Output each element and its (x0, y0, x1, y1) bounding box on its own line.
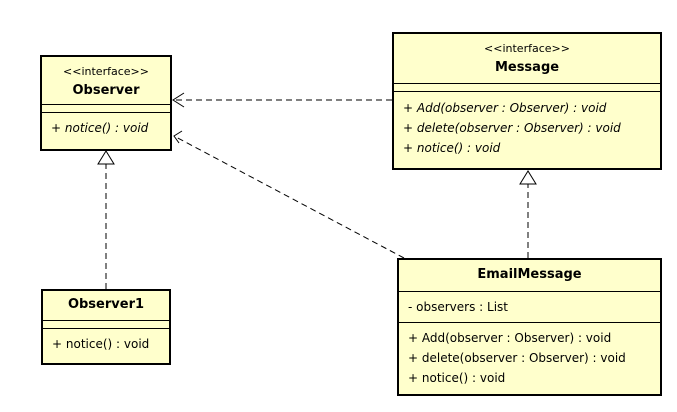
message-interface-box[interactable]: <<interface>> Message + Add(observer : O… (392, 32, 662, 170)
message-stereotype: <<interface>> (484, 42, 570, 55)
message-name: Message (494, 60, 560, 75)
emailmessage-header: EmailMessage (399, 260, 660, 292)
message-operation-delete: + delete(observer : Observer) : void (403, 121, 621, 135)
emailmessage-to-observer-arrowhead (173, 130, 183, 144)
message-operation-notice: + notice() : void (403, 141, 501, 155)
emailmessage-operation-add: + Add(observer : Observer) : void (408, 331, 612, 345)
message-to-observer-arrowhead (172, 92, 185, 108)
observer-attributes-section (42, 105, 170, 113)
observer1-realization-triangle (97, 150, 115, 165)
observer-header: <<interface>> Observer (42, 57, 170, 105)
emailmessage-operation-delete: + delete(observer : Observer) : void (408, 351, 626, 365)
observer-name: Observer (72, 83, 140, 98)
observer-interface-box[interactable]: <<interface>> Observer + notice() : void (40, 55, 172, 151)
message-attributes-section (394, 84, 660, 92)
emailmessage-name: EmailMessage (477, 267, 582, 282)
emailmessage-operation-notice: + notice() : void (408, 371, 506, 385)
emailmessage-realization-triangle (519, 170, 537, 185)
observer1-operation: + notice() : void (52, 337, 150, 351)
emailmessage-to-observer-dependency[interactable] (173, 135, 405, 259)
observer1-attributes-section (43, 321, 169, 329)
message-operation-add: + Add(observer : Observer) : void (403, 101, 607, 115)
observer1-name: Observer1 (67, 297, 145, 312)
observer1-class-box[interactable]: Observer1 + notice() : void (41, 289, 171, 365)
emailmessage-operations-section: + Add(observer : Observer) : void + dele… (399, 323, 660, 391)
observer-operation: + notice() : void (51, 121, 149, 135)
observer-stereotype: <<interface>> (63, 65, 149, 78)
emailmessage-attribute-observers: - observers : List (408, 300, 508, 314)
message-operations-section: + Add(observer : Observer) : void + dele… (394, 92, 660, 161)
message-header: <<interface>> Message (394, 34, 660, 84)
emailmessage-class-box[interactable]: EmailMessage - observers : List + Add(ob… (397, 258, 662, 396)
observer-operations-section: + notice() : void (42, 113, 170, 141)
observer1-operations-section: + notice() : void (43, 329, 169, 357)
emailmessage-attributes-section: - observers : List (399, 292, 660, 323)
observer1-header: Observer1 (43, 291, 169, 321)
